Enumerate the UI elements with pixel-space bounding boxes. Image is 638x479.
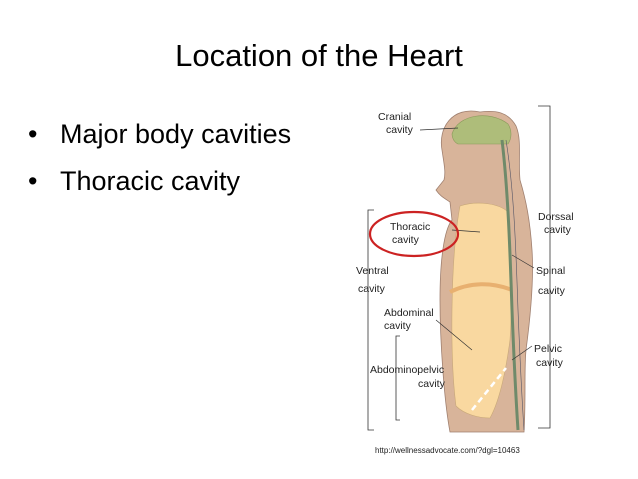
slide-title: Location of the Heart	[175, 38, 463, 73]
svg-text:cavity: cavity	[384, 320, 412, 332]
image-credit: http://wellnessadvocate.com/?dgl=10463	[375, 446, 520, 455]
ventral-label-1: Ventral	[356, 265, 389, 277]
bullet-item: • Major body cavities	[26, 118, 326, 151]
ventral-label-2: cavity	[358, 283, 386, 295]
abdominal-label-1: Abdominal	[384, 307, 434, 319]
abdominal-pointer	[435, 319, 473, 351]
svg-text:Pelvic: Pelvic	[534, 343, 562, 355]
svg-text:Spinal: Spinal	[536, 265, 565, 277]
svg-text:cavity: cavity	[418, 378, 446, 390]
bullet-text: Major body cavities	[60, 119, 292, 149]
svg-text:Cranial: Cranial	[378, 111, 411, 123]
thoracic-label-1: Thoracic	[390, 221, 430, 233]
svg-text:Abdominopelvic: Abdominopelvic	[370, 364, 444, 376]
cranial-label-2: cavity	[386, 124, 414, 136]
thoracic-label-2: cavity	[392, 234, 420, 246]
svg-text:Ventral: Ventral	[356, 265, 389, 277]
spinal-label-1: Spinal	[536, 265, 565, 277]
spinal-pointer	[511, 254, 535, 269]
pelvic-divider	[471, 367, 507, 411]
pelvic-pointer	[511, 345, 533, 361]
svg-text:cavity: cavity	[392, 234, 420, 246]
bullet-item: • Thoracic cavity	[26, 165, 326, 198]
svg-text:cavity: cavity	[386, 124, 414, 136]
svg-text:cavity: cavity	[544, 224, 572, 236]
dorsal-bracket	[538, 105, 551, 429]
spinal-cavity	[500, 139, 520, 431]
svg-text:Dorssal: Dorssal	[538, 211, 574, 223]
thoracic-highlight	[368, 210, 460, 258]
diaphragm	[449, 282, 513, 294]
pelvic-label-2: cavity	[536, 357, 564, 369]
abdominopelvic-label-2: cavity	[418, 378, 446, 390]
body-cavities-diagram: Cranial cavity Thoracic cavity Dorssal c…	[356, 105, 574, 433]
svg-text:Abdominal: Abdominal	[384, 307, 434, 319]
svg-text:cavity: cavity	[538, 285, 566, 297]
cranial-cavity	[451, 115, 512, 145]
abdominopelvic-bracket	[395, 335, 400, 421]
pelvic-label-1: Pelvic	[534, 343, 562, 355]
spinal-cavity-outline	[505, 139, 525, 431]
abdominal-label-2: cavity	[384, 320, 412, 332]
bullet-list: • Major body cavities • Thoracic cavity	[26, 118, 326, 212]
abdominopelvic-label-1: Abdominopelvic	[370, 364, 444, 376]
svg-text:cavity: cavity	[358, 283, 386, 295]
cranial-pointer	[419, 127, 459, 131]
dorsal-label-1: Dorssal	[538, 211, 574, 223]
svg-text:Thoracic: Thoracic	[390, 221, 430, 233]
svg-text:cavity: cavity	[536, 357, 564, 369]
bullet-text: Thoracic cavity	[60, 166, 241, 196]
ventral-bracket	[367, 209, 374, 431]
cranial-label-1: Cranial	[378, 111, 411, 123]
bullet-dot: •	[28, 119, 38, 149]
bullet-dot: •	[28, 166, 38, 196]
dorsal-label-2: cavity	[544, 224, 572, 236]
spinal-label-2: cavity	[538, 285, 566, 297]
